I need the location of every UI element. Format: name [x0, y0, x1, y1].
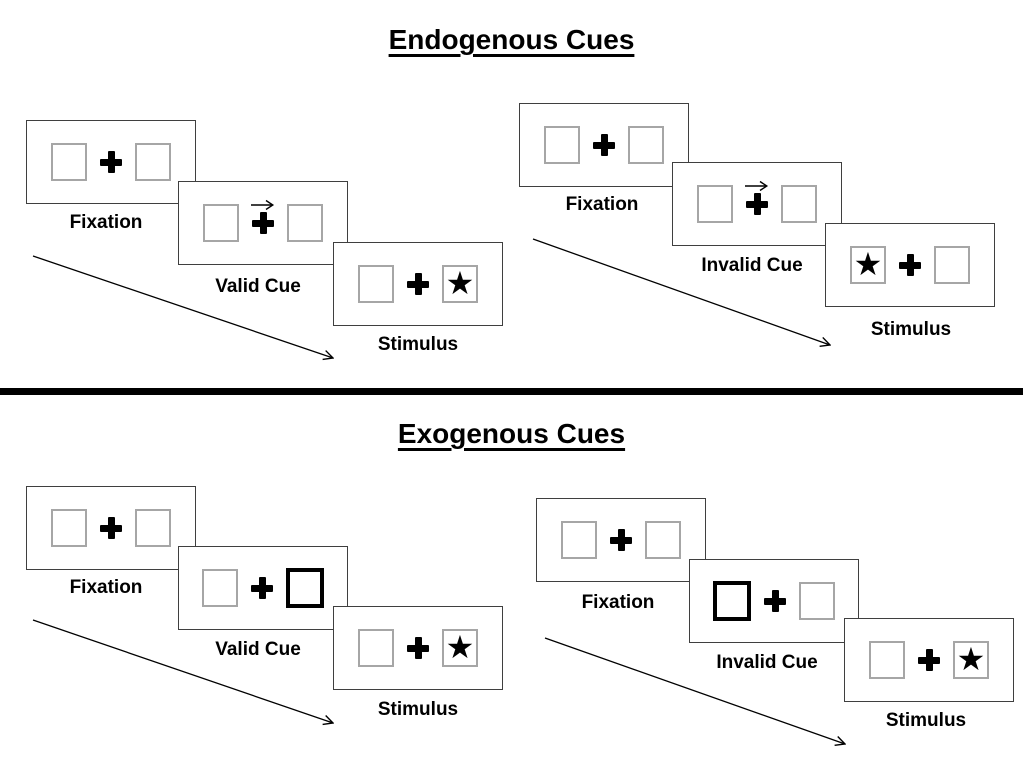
endo-valid-card-cue: [178, 181, 348, 265]
section-title-exogenous: Exogenous Cues: [397, 418, 626, 449]
left-box: [51, 509, 87, 547]
left-box: [869, 641, 905, 679]
star-icon: ★: [853, 245, 883, 283]
section-divider: [0, 388, 1023, 395]
fixation-cross-icon: [100, 151, 122, 173]
step-label-fixation: Fixation: [581, 592, 655, 613]
left-box: ★: [850, 246, 886, 284]
section-title-endogenous: Endogenous Cues: [388, 24, 635, 55]
star-icon: ★: [445, 628, 475, 666]
plus-icon: [899, 254, 921, 276]
left-box: [358, 265, 394, 303]
step-label-fixation: Fixation: [565, 194, 639, 215]
right-box: [781, 185, 817, 223]
fixation-cross-icon: [251, 577, 273, 599]
left-box: [51, 143, 87, 181]
plus-icon: [764, 590, 786, 612]
step-label-invalid-cue: Invalid Cue: [701, 255, 803, 276]
star-icon: ★: [445, 264, 475, 302]
plus-icon: [100, 517, 122, 539]
right-box: [135, 143, 171, 181]
left-box: [202, 569, 238, 607]
exo-valid-card-fixation: [26, 486, 196, 570]
timeline-arrow: [532, 238, 838, 353]
left-box: [697, 185, 733, 223]
step-label-stimulus: Stimulus: [377, 334, 459, 355]
plus-icon: [407, 273, 429, 295]
step-label-fixation: Fixation: [69, 577, 143, 598]
step-label-stimulus: Stimulus: [885, 710, 967, 731]
endo-invalid-card-fixation: [519, 103, 689, 187]
endo-invalid-card-stimulus: ★: [825, 223, 995, 307]
left-box-cue-highlight: [713, 581, 751, 621]
endo-valid-card-stimulus: ★: [333, 242, 503, 326]
right-box: [934, 246, 970, 284]
exo-valid-card-stimulus: ★: [333, 606, 503, 690]
star-icon: ★: [956, 640, 986, 678]
right-box: [135, 509, 171, 547]
step-label-valid-cue: Valid Cue: [215, 276, 301, 297]
right-box: [799, 582, 835, 620]
left-box: [561, 521, 597, 559]
plus-icon: [100, 151, 122, 173]
plus-icon: [252, 212, 274, 234]
exo-valid-card-cue: [178, 546, 348, 630]
plus-icon: [407, 637, 429, 659]
step-label-valid-cue: Valid Cue: [215, 639, 301, 660]
right-box: [645, 521, 681, 559]
step-label-stimulus: Stimulus: [870, 319, 952, 340]
step-label-fixation: Fixation: [69, 212, 143, 233]
left-box: [358, 629, 394, 667]
right-box-cue-highlight: [286, 568, 324, 608]
fixation-cross-icon: [610, 529, 632, 551]
step-label-stimulus: Stimulus: [377, 699, 459, 720]
right-box: [287, 204, 323, 242]
fixation-cross-icon: [918, 649, 940, 671]
fixation-cross-icon: [100, 517, 122, 539]
plus-icon: [610, 529, 632, 551]
step-label-invalid-cue: Invalid Cue: [716, 652, 818, 673]
plus-icon: [918, 649, 940, 671]
right-box: ★: [442, 265, 478, 303]
plus-icon: [593, 134, 615, 156]
fixation-cross-icon: [407, 637, 429, 659]
fixation-cross-icon: [407, 273, 429, 295]
right-box: [628, 126, 664, 164]
timeline-arrow: [32, 619, 340, 730]
fixation-cross-icon: [593, 134, 615, 156]
fixation-cross-icon: [745, 180, 769, 215]
left-box: [203, 204, 239, 242]
right-box: ★: [953, 641, 989, 679]
plus-icon: [746, 193, 768, 215]
fixation-cross-icon: [251, 199, 275, 234]
timeline-arrow: [544, 637, 852, 751]
cue-arrow-icon: [251, 199, 275, 210]
exo-invalid-card-fixation: [536, 498, 706, 582]
endo-valid-card-fixation: [26, 120, 196, 204]
endo-invalid-card-cue: [672, 162, 842, 246]
left-box: [544, 126, 580, 164]
timeline-arrow: [32, 255, 340, 365]
cue-arrow-icon: [745, 180, 769, 191]
plus-icon: [251, 577, 273, 599]
exo-invalid-card-cue: [689, 559, 859, 643]
exo-invalid-card-stimulus: ★: [844, 618, 1014, 702]
right-box: ★: [442, 629, 478, 667]
fixation-cross-icon: [764, 590, 786, 612]
fixation-cross-icon: [899, 254, 921, 276]
